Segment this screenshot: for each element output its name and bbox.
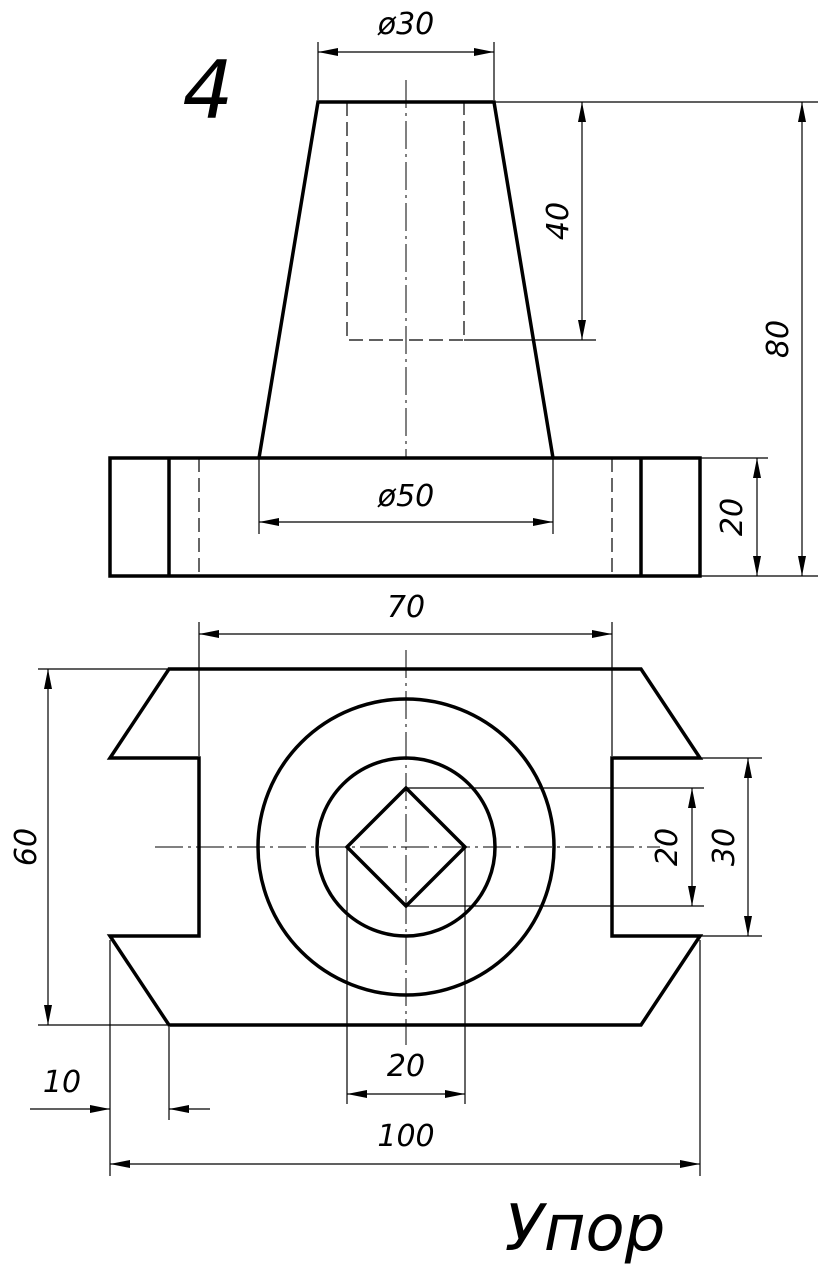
dim-text-30: 30 — [707, 828, 742, 866]
sheet-number: 4 — [183, 44, 234, 137]
dim-text-d50: ø50 — [377, 479, 435, 514]
dim-text-60: 60 — [9, 828, 44, 866]
dim-text-20-height: 20 — [715, 498, 750, 536]
dim-text-70: 70 — [387, 590, 425, 625]
dim-text-80: 80 — [761, 320, 796, 358]
dim-text-40: 40 — [541, 202, 576, 240]
front-view: ø30 40 80 ø50 20 — [108, 7, 818, 578]
top-view: 70 60 20 30 20 10 100 — [9, 590, 762, 1176]
base-outline — [108, 456, 702, 578]
dim-text-20-square-h: 20 — [387, 1049, 425, 1084]
hidden-bore — [346, 102, 465, 341]
dim-text-20-square-v: 20 — [650, 828, 685, 866]
part-title: Упор — [505, 1192, 666, 1266]
dim-text-d30: ø30 — [377, 7, 435, 42]
dim-text-10: 10 — [43, 1065, 81, 1100]
dim-text-100: 100 — [377, 1119, 434, 1154]
